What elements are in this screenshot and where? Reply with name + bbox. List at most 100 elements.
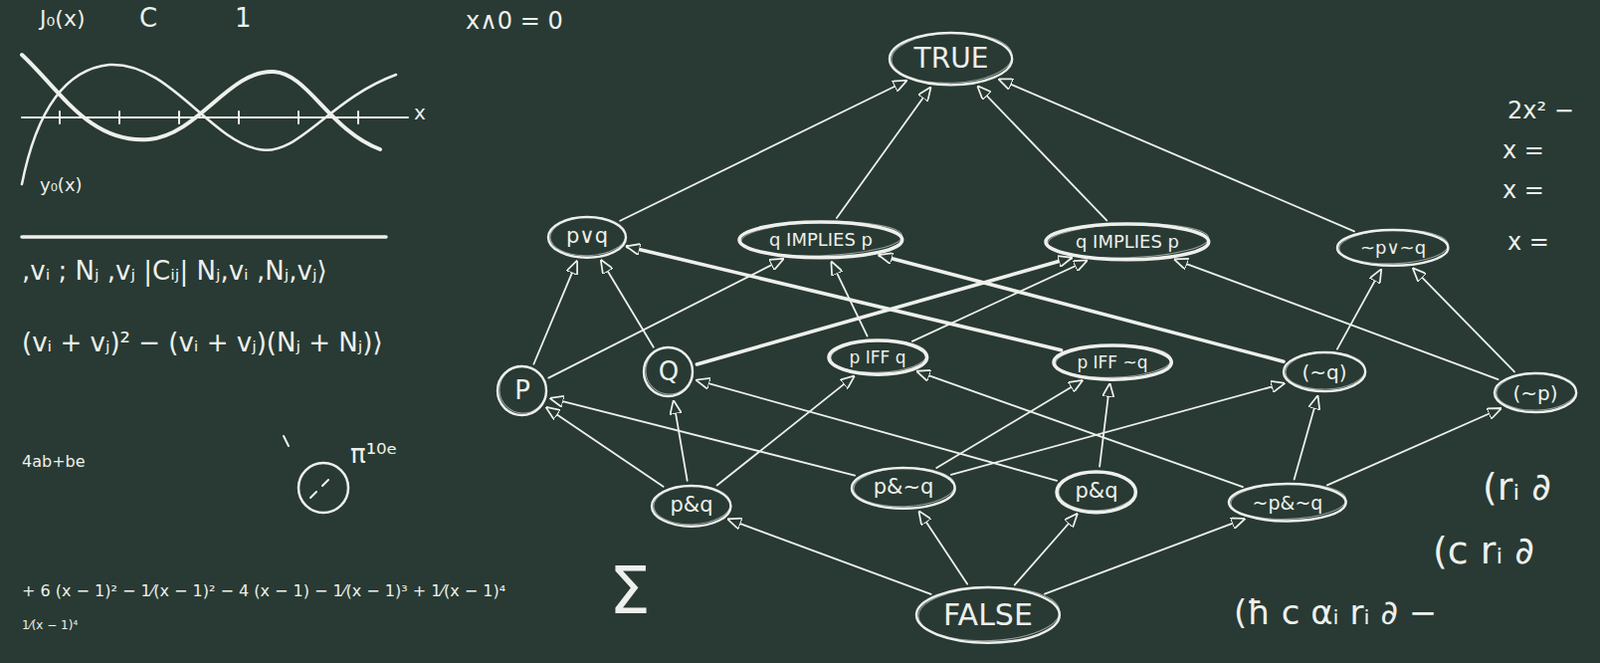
lattice-node: P bbox=[495, 364, 549, 417]
lattice-arrow bbox=[717, 376, 854, 485]
lattice-node: ~p&~q bbox=[1226, 481, 1349, 523]
lattice-arrow bbox=[999, 79, 1355, 232]
chalk-stroke bbox=[741, 218, 904, 258]
lattice-node: p IFF ~q bbox=[1051, 343, 1174, 382]
lattice-node: p IFF q bbox=[826, 338, 930, 377]
x-axis bbox=[21, 116, 408, 119]
chalk-stroke bbox=[1339, 227, 1449, 266]
chalk-circle bbox=[298, 462, 349, 513]
ellipse-outline bbox=[1053, 345, 1172, 380]
chalk-dashes bbox=[310, 479, 329, 498]
chalk-note: y₀(x) bbox=[39, 175, 83, 197]
node-label: q IMPLIES p bbox=[769, 228, 873, 251]
chalk-note: 2x² − bbox=[1507, 97, 1575, 126]
chalk-note: C bbox=[139, 3, 158, 34]
chalk-note: (rᵢ ∂ bbox=[1482, 465, 1552, 510]
chalk-note: J₀(x) bbox=[39, 5, 86, 31]
node-text-holder: q IMPLIES p bbox=[737, 219, 905, 260]
bessel-curve bbox=[21, 64, 397, 185]
node-label: p IFF ~q bbox=[1076, 352, 1148, 373]
lattice-node: q IMPLIES p bbox=[737, 219, 905, 260]
lattice-arrow bbox=[1294, 396, 1319, 479]
lattice-arrow bbox=[673, 400, 688, 481]
chalk-note: 1⁄(x − 1)⁴ bbox=[21, 618, 78, 633]
node-label: p&q bbox=[1074, 478, 1118, 504]
chalk-stroke bbox=[1230, 481, 1348, 521]
lattice-arrow bbox=[696, 380, 1057, 481]
chalk-note: + 6 (x − 1)² − 1⁄(x − 1)² − 4 (x − 1) − … bbox=[21, 582, 506, 600]
ellipse-outline bbox=[828, 340, 928, 375]
node-label: P bbox=[514, 375, 531, 406]
lattice-node: p∨q bbox=[546, 214, 628, 260]
lattice-arrow bbox=[951, 383, 1284, 475]
chalk-stroke bbox=[1058, 469, 1138, 511]
chalk-note: x∧0 = 0 bbox=[465, 7, 564, 36]
chalk-note: x = bbox=[1502, 177, 1545, 205]
chalk-stroke bbox=[829, 338, 928, 374]
lattice-arrow bbox=[836, 87, 931, 218]
chalk-mark bbox=[283, 435, 289, 446]
node-text-holder: (~q) bbox=[1281, 350, 1368, 394]
chalk-stroke bbox=[653, 483, 733, 525]
ellipse-outline bbox=[1056, 471, 1136, 513]
chalk-note: 4ab+be bbox=[21, 452, 86, 471]
chalk-note: π¹⁰ᵉ bbox=[350, 439, 398, 470]
ellipse-outline bbox=[1228, 483, 1347, 521]
chalk-stroke bbox=[891, 30, 1014, 86]
chalk-note: ,vᵢ ; Nⱼ ,vⱼ |Cᵢⱼ| Nⱼ,vᵢ ,Nⱼ,vⱼ⟩ bbox=[21, 256, 328, 287]
lattice-arrow bbox=[936, 380, 1082, 468]
chalk-note: (vᵢ + vⱼ)² − (vᵢ + vⱼ)(Nⱼ + Nⱼ)⟩ bbox=[21, 328, 384, 359]
lattice-arrow bbox=[1014, 513, 1078, 585]
chalk-note: x bbox=[413, 101, 426, 125]
node-text-holder: p IFF q bbox=[826, 338, 930, 377]
chalk-note: x = bbox=[1507, 228, 1550, 257]
chalk-note: 1 bbox=[234, 3, 252, 34]
lattice-arrow bbox=[1099, 384, 1110, 467]
lattice-node: (~p) bbox=[1492, 371, 1579, 414]
node-text-holder: q IMPLIES p bbox=[1043, 221, 1211, 262]
ellipse-outline bbox=[548, 216, 626, 258]
lattice-arrow bbox=[626, 246, 1061, 351]
lattice-arrow bbox=[978, 86, 1107, 220]
lattice-arrow bbox=[728, 519, 931, 595]
chalk-note: (ħ c αᵢ rᵢ ∂ − bbox=[1233, 593, 1437, 632]
ellipse-outline bbox=[1283, 352, 1366, 392]
chalk-stroke bbox=[852, 465, 956, 508]
ellipse-outline bbox=[1337, 229, 1448, 266]
lattice-node: FALSE bbox=[914, 585, 1062, 645]
ellipse-outline bbox=[651, 485, 731, 527]
node-label: q IMPLIES p bbox=[1075, 230, 1180, 253]
node-text-holder: FALSE bbox=[914, 585, 1062, 645]
ellipse-outline bbox=[889, 32, 1012, 85]
node-label: TRUE bbox=[914, 41, 990, 76]
node-label: p IFF q bbox=[849, 347, 907, 368]
lattice-node: p&q bbox=[1054, 469, 1138, 515]
lattice-arrow bbox=[1044, 518, 1244, 594]
node-text-holder: TRUE bbox=[887, 30, 1014, 87]
chalk-stroke bbox=[1495, 372, 1577, 412]
lattice-node: ~p∨~q bbox=[1335, 227, 1450, 268]
node-text-holder: (~p) bbox=[1492, 371, 1579, 414]
lattice-arrow bbox=[546, 407, 663, 487]
chalk-stroke bbox=[1047, 220, 1210, 260]
ellipse-outline bbox=[851, 467, 956, 509]
lattice-arrow bbox=[1337, 269, 1382, 349]
lattice-arrow bbox=[919, 511, 968, 585]
node-text-holder: ~p&~q bbox=[1226, 481, 1349, 523]
lattice-node: q IMPLIES p bbox=[1043, 221, 1211, 262]
chalk-stroke bbox=[549, 214, 626, 256]
lattice-arrow bbox=[619, 80, 906, 221]
chalk-stroke bbox=[917, 585, 1061, 644]
node-label: p&~q bbox=[873, 474, 935, 500]
node-text-holder: P bbox=[495, 364, 549, 417]
node-label: p&q bbox=[669, 492, 713, 518]
chalk-stroke bbox=[499, 366, 549, 415]
chalk-note: Σ bbox=[608, 553, 651, 629]
node-text-holder: p IFF ~q bbox=[1051, 343, 1174, 382]
chalk-stroke bbox=[1054, 343, 1172, 380]
lattice-arrow bbox=[917, 371, 1243, 487]
node-text-holder: ~p∨~q bbox=[1335, 227, 1450, 268]
lattice-arrow bbox=[1327, 407, 1501, 485]
lattice-arrow bbox=[879, 255, 1284, 363]
